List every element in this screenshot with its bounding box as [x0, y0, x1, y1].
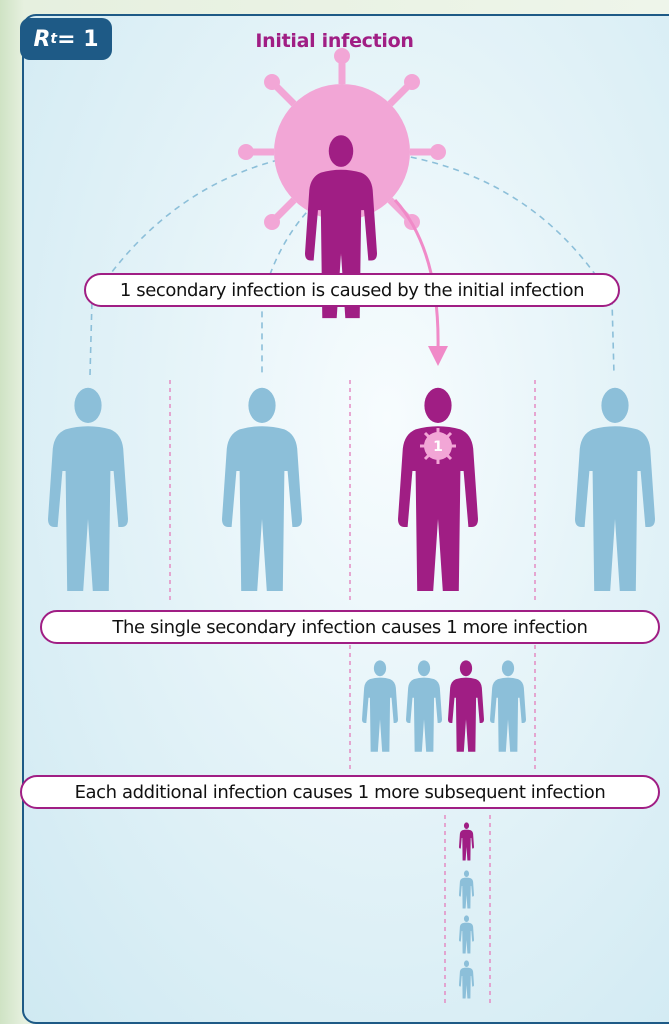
virus-number: 1 [433, 439, 443, 455]
healthy-person [459, 870, 474, 908]
secondary-infected-person [398, 388, 478, 591]
initial-infection-label: Initial infection [0, 30, 669, 52]
caption-subsequent: Each additional infection causes 1 more … [20, 775, 660, 809]
healthy-person [222, 388, 302, 591]
healthy-person [459, 915, 474, 953]
healthy-person [490, 660, 526, 751]
healthy-person [362, 660, 398, 751]
healthy-person [459, 960, 474, 998]
small-virus-icon: 1 [420, 428, 456, 464]
healthy-person [575, 388, 655, 591]
tertiary-infected-person [448, 660, 484, 751]
subsequent-infected-person [459, 822, 474, 860]
caption-secondary: 1 secondary infection is caused by the i… [84, 273, 620, 307]
caption-tertiary: The single secondary infection causes 1 … [40, 610, 660, 644]
healthy-person [406, 660, 442, 751]
healthy-person [48, 388, 128, 591]
